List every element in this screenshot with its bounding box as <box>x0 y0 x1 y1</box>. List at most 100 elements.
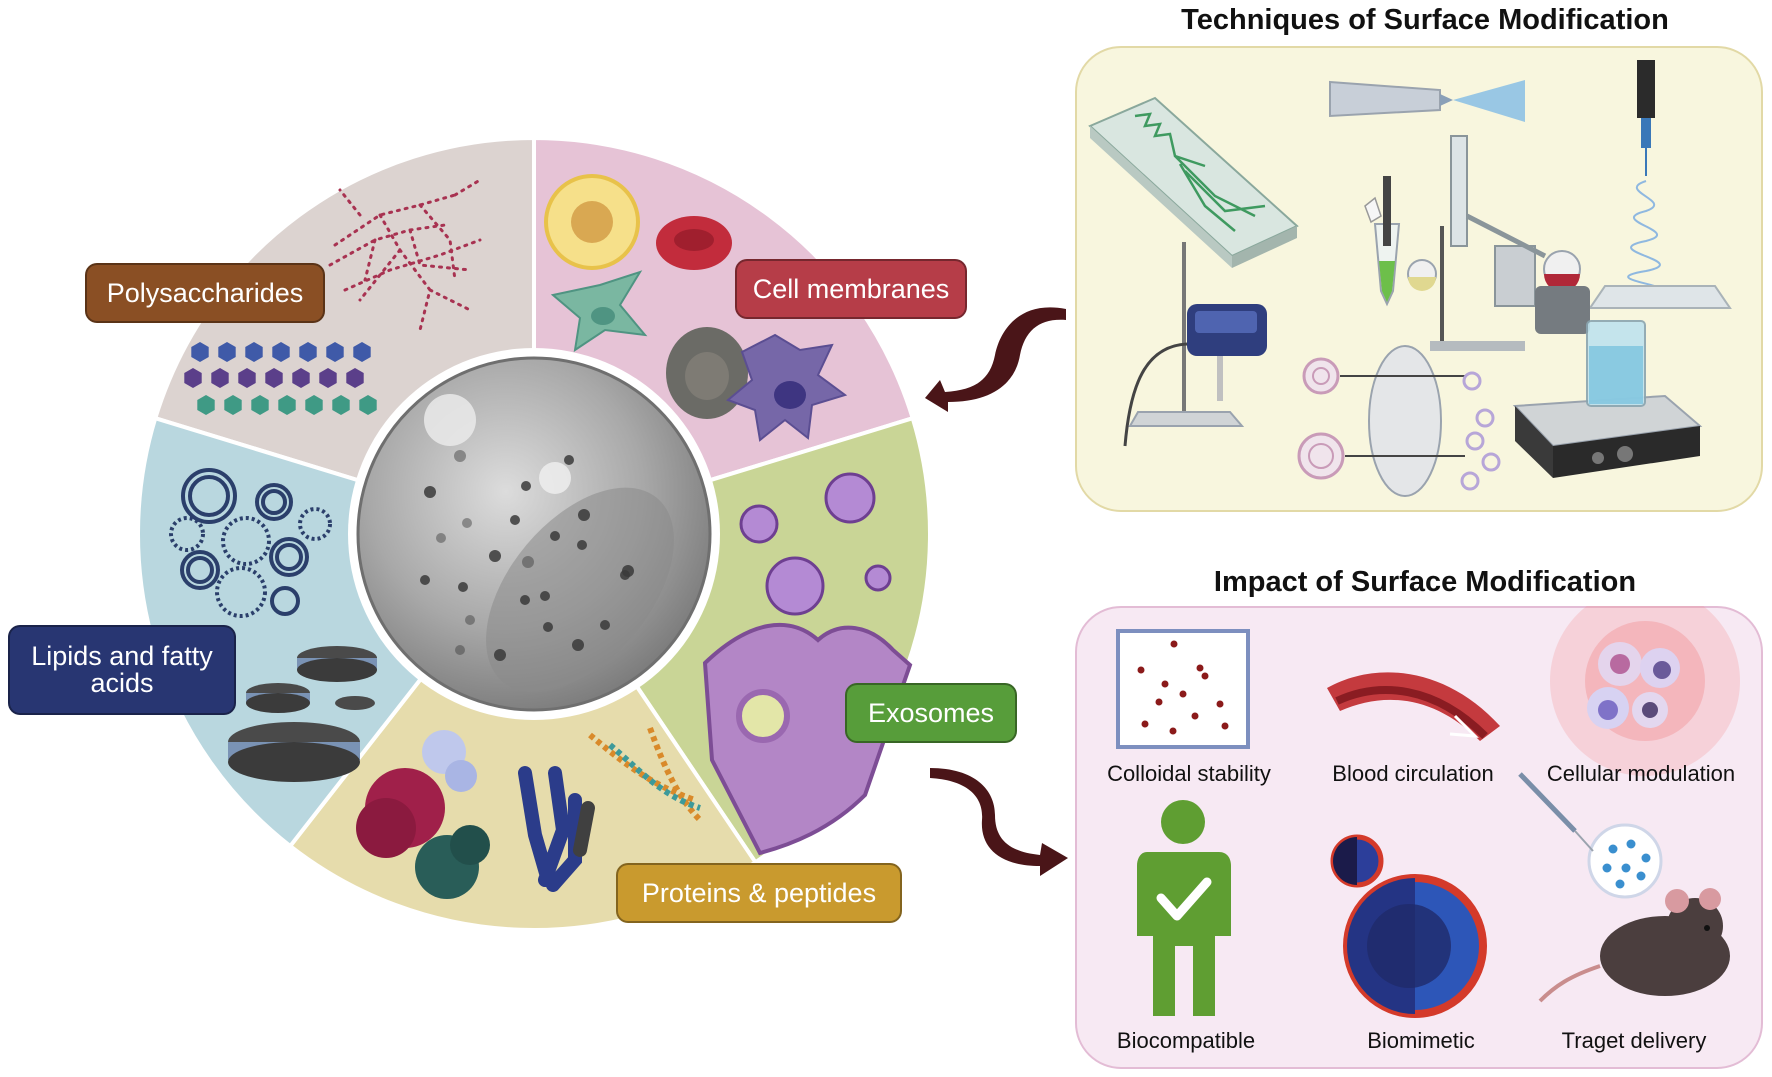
colloid-particle <box>1179 690 1187 698</box>
hexagon-unit <box>319 368 337 388</box>
core-dot <box>564 455 574 465</box>
core-dot <box>522 556 534 568</box>
hexagon-unit <box>292 368 310 388</box>
drug-particle <box>1615 879 1625 889</box>
hexagon-unit <box>359 395 377 415</box>
caption-colloidal-stability: Colloidal stability <box>1107 761 1271 786</box>
colloid-particle <box>1170 640 1178 648</box>
arrow-to-wheel <box>925 307 1066 412</box>
caption-traget-delivery: Traget delivery <box>1561 1028 1707 1053</box>
hexagon-unit <box>224 395 242 415</box>
core-dot <box>600 620 610 630</box>
hexagon-unit <box>211 368 229 388</box>
hexagon-unit <box>353 342 371 362</box>
membrane-extrusion-icon <box>1297 345 1501 497</box>
hexagon-unit <box>346 368 364 388</box>
hexagon-unit <box>272 342 290 362</box>
hexagon-unit <box>305 395 323 415</box>
colloid-particle <box>1201 672 1209 680</box>
immune-cells-icon <box>1550 606 1740 776</box>
caption-blood-circulation: Blood circulation <box>1332 761 1494 786</box>
core-nanoparticle-icon <box>348 348 720 720</box>
core-dot <box>436 533 446 543</box>
core-dot <box>520 595 530 605</box>
core-dot <box>572 639 584 651</box>
liposome-micelle-icon <box>169 468 332 618</box>
electrospinning-icon <box>1588 60 1732 309</box>
hexagon-unit <box>326 342 344 362</box>
person-check-icon <box>1137 800 1231 1016</box>
impact-icons-art <box>1116 606 1740 1018</box>
core-dot <box>420 575 430 585</box>
core-dot <box>578 509 590 521</box>
impact-title: Impact of Surface Modification <box>1213 566 1637 598</box>
colloid-particle <box>1191 712 1199 720</box>
lipid-bilayer-disc-icon <box>228 646 377 782</box>
hexagon-unit <box>218 342 236 362</box>
colloid-particle <box>1137 666 1145 674</box>
caption-cellular-modulation: Cellular modulation <box>1546 761 1736 786</box>
exosomes-label: Exosomes <box>845 683 1017 743</box>
colloid-particle <box>1161 680 1169 688</box>
drug-particle <box>1626 839 1636 849</box>
biomimetic-particle-icon <box>1330 834 1487 1018</box>
core-dot <box>462 518 472 528</box>
colloid-particle <box>1221 722 1229 730</box>
rotary-evaporator-icon <box>1407 135 1590 351</box>
caption-biocompatible: Biocompatible <box>1116 1028 1256 1053</box>
core-dot <box>550 531 560 541</box>
polysaccharides-label: Polysaccharides <box>85 263 325 323</box>
core-dot <box>543 622 553 632</box>
magnetic-stirrer-icon <box>1512 320 1703 478</box>
core-dot <box>465 615 475 625</box>
hexagon-unit <box>197 395 215 415</box>
exosome-virus-icon <box>739 472 892 616</box>
proteins-peptides-label: Proteins & peptides <box>616 863 902 923</box>
hexagon-unit <box>238 368 256 388</box>
exosome-parent-cell-icon <box>702 622 913 856</box>
hexagon-unit <box>278 395 296 415</box>
drug-particle <box>1621 863 1631 873</box>
drug-particle <box>1608 844 1618 854</box>
core-dot <box>510 515 520 525</box>
microfluidic-chip-icon <box>1088 96 1299 268</box>
hexagon-unit <box>191 342 209 362</box>
drug-particle <box>1641 853 1651 863</box>
colloid-particle <box>1196 664 1204 672</box>
core-dot <box>458 582 468 592</box>
core-dot <box>540 591 550 601</box>
hexagon-unit <box>251 395 269 415</box>
lipids-fatty-acids-label: Lipids and fatty acids <box>8 625 236 715</box>
techniques-title: Techniques of Surface Modification <box>1181 4 1669 36</box>
pipette-tube-icon <box>1364 176 1401 307</box>
core-dot <box>577 540 587 550</box>
mouse-injection-icon <box>1518 772 1730 1003</box>
colloid-particle <box>1155 698 1163 706</box>
core-dot <box>454 450 466 462</box>
core-dot <box>622 565 634 577</box>
hexagon-unit <box>299 342 317 362</box>
drug-particle <box>1602 863 1612 873</box>
sonicator-homogenizer-icon <box>1123 242 1267 447</box>
hexagon-unit <box>245 342 263 362</box>
cell-types-icon <box>544 174 848 442</box>
cell-membranes-label: Cell membranes <box>735 259 967 319</box>
blood-vessel-icon <box>1327 672 1500 741</box>
colloid-particle <box>1216 700 1224 708</box>
core-dot <box>489 550 501 562</box>
drug-particle <box>1636 871 1646 881</box>
hexagon-unit <box>265 368 283 388</box>
electrospray-nozzle-icon <box>1329 80 1525 122</box>
core-dot <box>494 649 506 661</box>
polysaccharide-branch-icon <box>328 178 482 332</box>
hexagon-unit <box>332 395 350 415</box>
arrow-to-impact <box>930 768 1068 876</box>
caption-biomimetic: Biomimetic <box>1367 1028 1475 1053</box>
colloid-particle <box>1141 720 1149 728</box>
hexagon-unit <box>184 368 202 388</box>
core-dot <box>521 481 531 491</box>
polysaccharide-chain-icon <box>184 342 377 415</box>
techniques-equipment-art <box>1088 60 1732 497</box>
protein-structures-icon <box>356 726 703 899</box>
